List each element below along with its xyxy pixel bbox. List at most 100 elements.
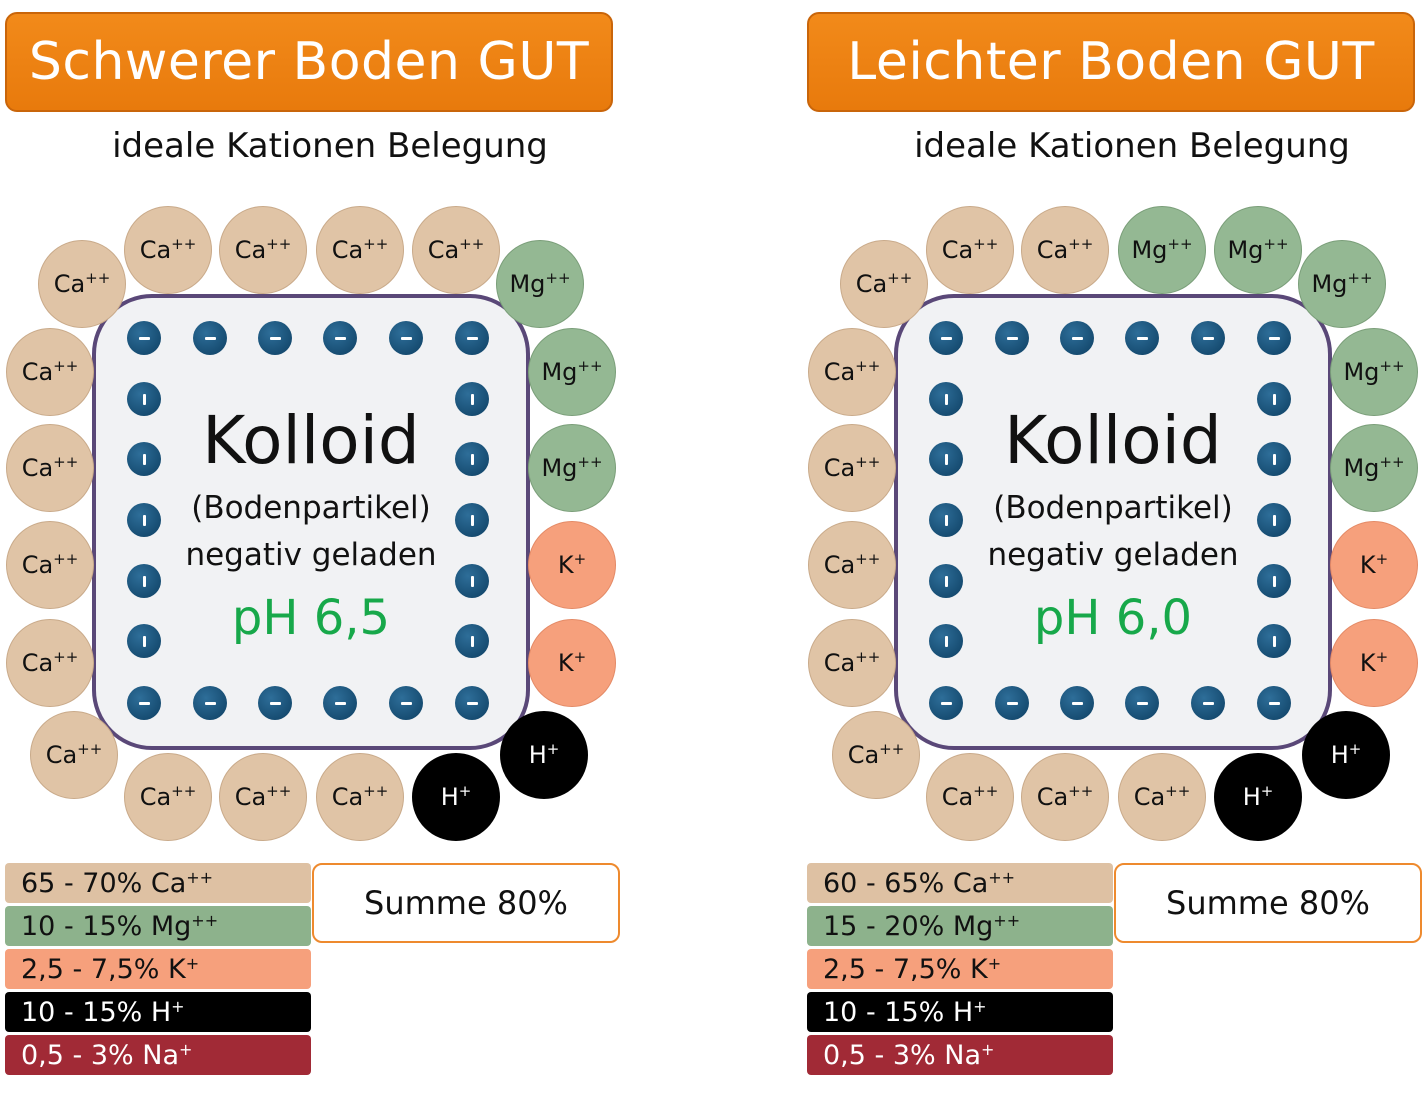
colloid-description: (Bodenpartikel) [993, 490, 1233, 526]
ion-k: K+ [1330, 619, 1418, 707]
ion-charge: + [1375, 550, 1389, 568]
ion-charge: + [458, 782, 472, 800]
ion-charge: ++ [1379, 453, 1405, 471]
ion-label: Ca [331, 783, 364, 811]
negative-charge-icon [127, 564, 161, 598]
ion-label: Mg [1131, 236, 1168, 264]
ion-charge: ++ [1165, 782, 1191, 800]
panel-title: Schwerer Boden GUT [5, 12, 613, 112]
ion-ca: Ca++ [808, 328, 896, 416]
ion-charge: ++ [1068, 782, 1094, 800]
ion-charge: ++ [577, 357, 603, 375]
ion-label: Ca [823, 358, 856, 386]
negative-charge-icon [1125, 686, 1159, 720]
ion-label: Ca [1036, 236, 1069, 264]
ion-ca: Ca++ [808, 619, 896, 707]
ion-ca: Ca++ [1021, 753, 1109, 841]
negative-charge-icon [1257, 503, 1291, 537]
negative-charge-icon [455, 321, 489, 355]
negative-charge-icon [929, 564, 963, 598]
ion-ca: Ca++ [316, 206, 404, 294]
ion-label: Ca [855, 270, 888, 298]
ion-k: K+ [1330, 521, 1418, 609]
ion-charge: ++ [53, 550, 79, 568]
legend-charge: ++ [186, 867, 214, 887]
legend-bar-na: 0,5 - 3% Na+ [807, 1035, 1113, 1075]
ion-h: H+ [1214, 753, 1302, 841]
ion-ca: Ca++ [6, 521, 94, 609]
ion-ca: Ca++ [808, 424, 896, 512]
legend-charge: + [179, 1039, 193, 1059]
ion-charge: ++ [171, 782, 197, 800]
ion-label: Ca [234, 783, 267, 811]
negative-charge-icon [258, 321, 292, 355]
ion-charge: ++ [266, 235, 292, 253]
legend-text: 0,5 - 3% Na [21, 1039, 180, 1071]
negative-charge-icon [455, 442, 489, 476]
ion-label: Ca [139, 236, 172, 264]
ion-label: Ca [21, 358, 54, 386]
sum-box: Summe 80% [312, 863, 620, 943]
legend-charge: ++ [988, 867, 1016, 887]
negative-charge-icon [127, 503, 161, 537]
legend-bar-ca: 65 - 70% Ca++ [5, 863, 311, 903]
negative-charge-icon [193, 321, 227, 355]
legend-bar-h: 10 - 15% H+ [5, 992, 311, 1032]
ion-charge: ++ [459, 235, 485, 253]
ph-value: pH 6,5 [231, 590, 391, 646]
legend-bar-mg: 15 - 20% Mg++ [807, 906, 1113, 946]
ion-k: K+ [528, 619, 616, 707]
negative-charge-icon [1257, 624, 1291, 658]
ion-label: Ca [1036, 783, 1069, 811]
negative-charge-icon [1191, 321, 1225, 355]
ion-label: Ca [139, 783, 172, 811]
ion-h: H+ [500, 711, 588, 799]
ion-ca: Ca++ [412, 206, 500, 294]
ion-charge: + [1375, 648, 1389, 666]
ion-ca: Ca++ [1118, 753, 1206, 841]
negative-charge-icon [995, 321, 1029, 355]
legend-text: 2,5 - 7,5% K [823, 953, 988, 985]
legend-charge: + [973, 996, 987, 1016]
ion-label: Ca [823, 649, 856, 677]
ion-charge: ++ [363, 782, 389, 800]
ion-charge: ++ [973, 782, 999, 800]
ion-label: K [557, 551, 574, 579]
negative-charge-icon [127, 686, 161, 720]
ion-charge: ++ [53, 357, 79, 375]
ion-h: H+ [412, 753, 500, 841]
ion-charge: ++ [855, 550, 881, 568]
ion-ca: Ca++ [6, 619, 94, 707]
ion-ca: Ca++ [1021, 206, 1109, 294]
ion-charge: ++ [171, 235, 197, 253]
negative-charge-icon [455, 686, 489, 720]
ion-label: Ca [847, 741, 880, 769]
ion-charge: ++ [855, 357, 881, 375]
ion-label: Mg [541, 454, 578, 482]
ion-mg: Mg++ [496, 240, 584, 328]
ion-label: H [1330, 741, 1349, 769]
ion-label: Ca [21, 551, 54, 579]
ion-ca: Ca++ [840, 240, 928, 328]
negative-charge-icon [127, 321, 161, 355]
legend-charge: + [185, 953, 200, 973]
ion-charge: ++ [879, 740, 905, 758]
negative-charge-icon [1257, 686, 1291, 720]
colloid-description: (Bodenpartikel) [191, 490, 431, 526]
legend-charge: + [981, 1039, 995, 1059]
ion-ca: Ca++ [30, 711, 118, 799]
negative-charge-icon [455, 382, 489, 416]
negative-charge-icon [929, 321, 963, 355]
legend-text: 0,5 - 3% Na [823, 1039, 982, 1071]
ion-mg: Mg++ [528, 328, 616, 416]
ion-label: Mg [1311, 270, 1348, 298]
ion-charge: ++ [1068, 235, 1094, 253]
legend-text: 60 - 65% Ca [823, 867, 989, 899]
panel-subtitle: ideale Kationen Belegung [914, 126, 1350, 166]
ion-mg: Mg++ [528, 424, 616, 512]
negative-charge-icon [389, 686, 423, 720]
colloid-charge-text: negativ geladen [185, 537, 437, 573]
ion-ca: Ca++ [926, 753, 1014, 841]
ion-ca: Ca++ [808, 521, 896, 609]
ion-label: Ca [823, 454, 856, 482]
